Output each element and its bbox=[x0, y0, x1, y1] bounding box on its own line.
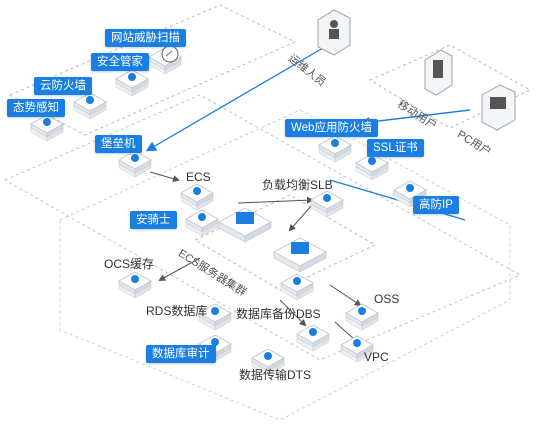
ops-staff-device bbox=[317, 9, 351, 56]
ssl-node bbox=[355, 153, 389, 181]
ecs-label: ECS bbox=[186, 170, 211, 184]
slb-node bbox=[310, 190, 344, 218]
cloud-firewall-node bbox=[73, 92, 107, 120]
security-manager-label: 安全管家 bbox=[91, 53, 149, 71]
security-manager-node bbox=[115, 69, 149, 97]
audit-node bbox=[198, 334, 232, 362]
user-device-icon bbox=[433, 60, 443, 78]
network-icon bbox=[353, 339, 361, 347]
pc-user-device bbox=[481, 84, 516, 131]
server-icon bbox=[193, 187, 201, 195]
cloud-firewall-label: 云防火墙 bbox=[34, 77, 92, 95]
rds-label: RDS数据库 bbox=[146, 304, 208, 318]
situation-node bbox=[30, 114, 64, 142]
dbs-node bbox=[296, 324, 330, 352]
shield-icon bbox=[86, 96, 94, 104]
oss-label: OSS bbox=[374, 292, 400, 306]
ops-to-bastion-line bbox=[145, 47, 324, 152]
anti-ddos-node bbox=[393, 180, 427, 208]
database-icon bbox=[131, 275, 139, 283]
aegis-node bbox=[185, 209, 219, 237]
monitor-icon bbox=[490, 97, 506, 109]
waf-node bbox=[318, 135, 352, 163]
zone-cloud bbox=[3, 94, 522, 361]
shield-icon bbox=[43, 118, 51, 126]
oss-node bbox=[345, 303, 379, 331]
shield-icon bbox=[406, 184, 414, 192]
slb-label: 负载均衡SLB bbox=[262, 178, 333, 192]
vpc-node bbox=[340, 335, 374, 363]
bastion-to-ecs-line bbox=[149, 171, 180, 182]
ssl-cert-label: SSL证书 bbox=[367, 139, 424, 157]
network-icon bbox=[323, 194, 331, 202]
server-icon bbox=[236, 212, 254, 224]
user-device-icon bbox=[330, 20, 338, 28]
server-icon bbox=[291, 242, 309, 254]
site-scan-label: 网站威胁扫描 bbox=[105, 29, 186, 47]
dts-label: 数据传输DTS bbox=[239, 368, 312, 382]
ecs-cluster-node-2 bbox=[273, 237, 327, 273]
db-backup-label: 数据库备份DBS bbox=[236, 307, 321, 321]
slb-to-ecs-line bbox=[237, 196, 314, 204]
mobile-user-device bbox=[424, 49, 453, 96]
db-audit-label: 数据库审计 bbox=[146, 345, 216, 363]
dts-node bbox=[251, 348, 285, 376]
anti-ddos-label: 高防IP bbox=[413, 196, 459, 214]
shield-icon bbox=[198, 213, 206, 221]
bastion-host-label: 堡垒机 bbox=[95, 135, 142, 153]
lock-icon bbox=[131, 154, 139, 162]
shield-icon bbox=[331, 139, 339, 147]
ocs-node bbox=[118, 271, 152, 299]
situation-awareness-label: 态势感知 bbox=[7, 99, 65, 117]
bastion-node bbox=[118, 150, 152, 178]
server-icon bbox=[293, 277, 301, 285]
ocs-cache-label: OCS缓存 bbox=[104, 257, 155, 271]
site-scan-node bbox=[148, 45, 182, 75]
cloud-icon bbox=[358, 307, 366, 315]
vpc-label: VPC bbox=[364, 350, 389, 364]
zone-vpc bbox=[59, 109, 511, 421]
database-icon bbox=[309, 328, 317, 336]
network-icon bbox=[264, 352, 272, 360]
rds-node bbox=[198, 303, 232, 331]
waf-label: Web应用防火墙 bbox=[285, 119, 378, 137]
ecs-cluster-node-1 bbox=[218, 207, 272, 243]
ecs-node bbox=[180, 183, 214, 211]
ecs-cluster-node-3 bbox=[280, 273, 314, 301]
aegis-label: 安骑士 bbox=[130, 211, 177, 229]
shield-icon bbox=[211, 338, 219, 346]
lock-icon bbox=[368, 157, 376, 165]
database-icon bbox=[211, 307, 219, 315]
shield-icon bbox=[128, 73, 136, 81]
gauge-icon bbox=[161, 45, 179, 63]
